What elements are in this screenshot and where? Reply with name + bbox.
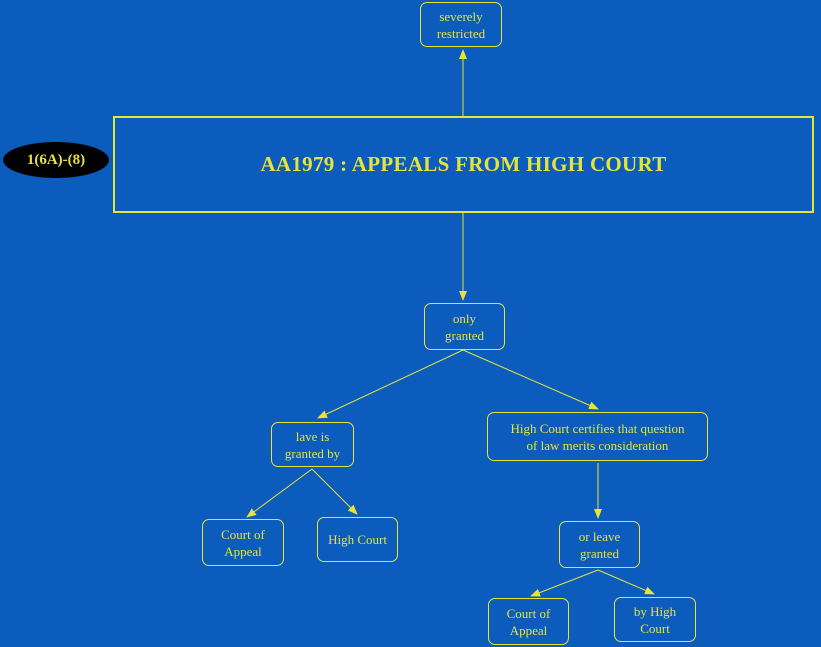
edge-only-granted-to-leave [317, 349, 464, 419]
edge-or-leave-to-by-high-court [597, 569, 655, 595]
node-only-granted: only granted [424, 303, 505, 350]
node-or-leave-granted: or leave granted [559, 521, 640, 568]
edge-leave-to-high-court [311, 468, 358, 515]
node-high-court-certifies: High Court certifies that question of la… [487, 412, 708, 461]
section-badge: 1(6A)-(8) [3, 142, 109, 178]
node-court-of-appeal-right: Court of Appeal [488, 598, 569, 645]
edge-or-leave-to-court-of-appeal [530, 569, 599, 597]
edge-only-granted-to-certifies [462, 349, 599, 410]
node-by-high-court: by High Court [614, 597, 696, 642]
node-leave-granted-by: lave is granted by [271, 422, 354, 467]
node-court-of-appeal-left: Court of Appeal [202, 519, 284, 566]
node-severely-restricted: severely restricted [420, 2, 502, 47]
diagram-title: AA1979 : APPEALS FROM HIGH COURT [113, 116, 814, 213]
node-high-court: High Court [317, 517, 398, 562]
edge-leave-to-court-of-appeal [246, 468, 313, 518]
